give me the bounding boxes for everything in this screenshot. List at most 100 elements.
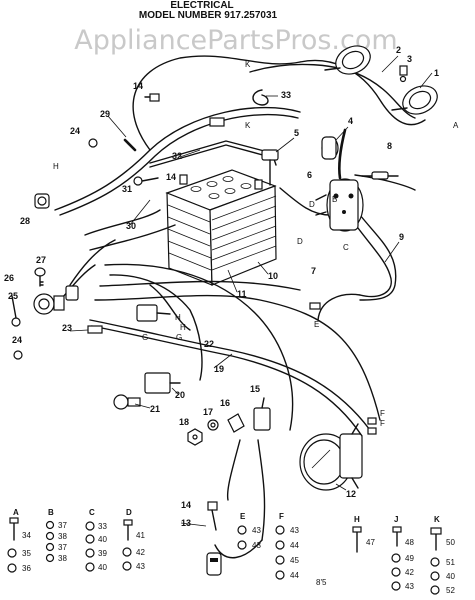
hardware-group-k[interactable]: K 50 51 40 52 xyxy=(430,515,455,595)
callout-3: 3 xyxy=(407,54,412,64)
part-number-label: 48 xyxy=(405,538,414,547)
callout-17: 17 xyxy=(203,407,213,417)
part-number-label: 38 xyxy=(58,532,67,541)
letter-g-2: G xyxy=(142,333,148,342)
bulb-24-top[interactable] xyxy=(88,138,98,148)
callout-28: 28 xyxy=(20,216,30,226)
letter-h-side: H xyxy=(180,323,186,332)
part-number-label: 50 xyxy=(446,538,455,547)
bulb-24-left[interactable] xyxy=(13,350,23,360)
cable-31[interactable] xyxy=(133,176,159,186)
letter-h-top: H xyxy=(53,162,59,171)
part-number-label: 45 xyxy=(290,556,299,565)
letter-f-2: F xyxy=(380,419,385,428)
letter-d-1: D xyxy=(309,200,315,209)
callout-9: 9 xyxy=(399,232,404,242)
letter-c: C xyxy=(343,243,349,252)
hardware-group-d[interactable]: D 41 42 43 xyxy=(122,508,145,571)
terminal-14-bottom[interactable] xyxy=(207,501,218,531)
part-number-label: 43 xyxy=(136,562,145,571)
switch-28[interactable] xyxy=(34,193,50,209)
letter-k-bottom: K xyxy=(245,121,251,130)
headlight-right[interactable] xyxy=(391,81,442,120)
part-number-label: 52 xyxy=(446,586,455,595)
part-number-label: 35 xyxy=(22,549,31,558)
ammeter-12[interactable] xyxy=(299,423,363,491)
hardware-group-letter: A xyxy=(13,508,19,517)
callout-13: 13 xyxy=(181,518,191,528)
headlight-left[interactable] xyxy=(324,41,375,80)
hardware-group-letter: F xyxy=(279,512,284,521)
part-number-label: 41 xyxy=(136,531,145,540)
harness-clip-33[interactable] xyxy=(252,89,269,106)
hardware-group-f[interactable]: F 43 44 45 44 xyxy=(275,512,299,580)
callout-24-top: 24 xyxy=(70,126,80,136)
part-number-label: 43 xyxy=(252,541,261,550)
hardware-group-letter: K xyxy=(434,515,440,524)
solenoid[interactable] xyxy=(315,178,364,232)
wire-2[interactable] xyxy=(249,63,416,119)
part-number-label: 49 xyxy=(405,554,414,563)
ignition-switch[interactable] xyxy=(33,293,65,315)
callout-15: 15 xyxy=(250,384,260,394)
callout-27: 27 xyxy=(36,255,46,265)
switch-23[interactable] xyxy=(87,325,103,334)
part-number-label: 42 xyxy=(136,548,145,557)
terminal-ff[interactable] xyxy=(367,417,377,435)
cable-5[interactable] xyxy=(261,149,279,186)
wire-22[interactable] xyxy=(149,284,191,331)
callout-22: 22 xyxy=(204,339,214,349)
part-number-label: 43 xyxy=(290,526,299,535)
callout-11: 11 xyxy=(237,289,247,299)
switch-15[interactable] xyxy=(253,397,271,431)
letter-d-2: D xyxy=(297,237,303,246)
switch-22[interactable] xyxy=(136,304,171,322)
letter-f-1: F xyxy=(380,409,385,418)
light-switch-20[interactable] xyxy=(144,372,181,394)
washer-18[interactable] xyxy=(187,428,203,446)
hardware-group-e[interactable]: E 43 43 xyxy=(237,512,261,550)
harness-connector[interactable] xyxy=(209,117,225,127)
nut-17[interactable] xyxy=(207,419,219,431)
callout-4: 4 xyxy=(348,116,353,126)
hardware-group-h[interactable]: H 47 xyxy=(352,515,375,553)
harness-clip-29[interactable] xyxy=(123,138,137,152)
callout-32: 32 xyxy=(172,151,182,161)
connector-3[interactable] xyxy=(399,65,408,83)
hardware-group-a[interactable]: A 34 35 36 xyxy=(7,508,31,573)
callout-7: 7 xyxy=(311,266,316,276)
callout-8: 8 xyxy=(387,141,392,151)
callout-12: 12 xyxy=(346,489,356,499)
switch-16[interactable] xyxy=(227,413,245,433)
key-27[interactable] xyxy=(34,267,46,287)
callout-23: 23 xyxy=(62,323,72,333)
starter-cable[interactable] xyxy=(321,128,347,180)
terminal-e[interactable] xyxy=(309,302,321,310)
letter-a: A xyxy=(453,121,459,130)
wire-9[interactable] xyxy=(359,214,397,301)
callout-6: 6 xyxy=(307,170,312,180)
part-number-label: 43 xyxy=(405,582,414,591)
connector-13[interactable] xyxy=(206,552,222,576)
hardware-group-c[interactable]: C 33 40 39 40 xyxy=(85,508,107,572)
wiring-harness[interactable] xyxy=(54,55,426,559)
part-number-label: 40 xyxy=(98,563,107,572)
hardware-group-j[interactable]: J 48 49 42 43 xyxy=(391,515,414,591)
battery[interactable] xyxy=(165,169,277,286)
letter-e: E xyxy=(314,320,319,329)
hardware-group-letter: C xyxy=(89,508,95,517)
part-number-label: 37 xyxy=(58,543,67,552)
hardware-group-b[interactable]: B 37 38 37 38 xyxy=(45,508,68,563)
plug-25[interactable] xyxy=(11,295,21,327)
part-number-label: 37 xyxy=(58,521,67,530)
diagram-title: ELECTRICAL xyxy=(170,0,233,11)
knob-21[interactable] xyxy=(113,394,141,410)
page-code: 8'5 xyxy=(316,578,327,587)
fuse-holder[interactable] xyxy=(361,171,399,180)
plug-26[interactable] xyxy=(65,285,79,301)
callout-29: 29 xyxy=(100,109,110,119)
terminal-14-top[interactable] xyxy=(144,93,160,102)
model-number: MODEL NUMBER 917.257031 xyxy=(139,10,278,21)
callout-26: 26 xyxy=(4,273,14,283)
